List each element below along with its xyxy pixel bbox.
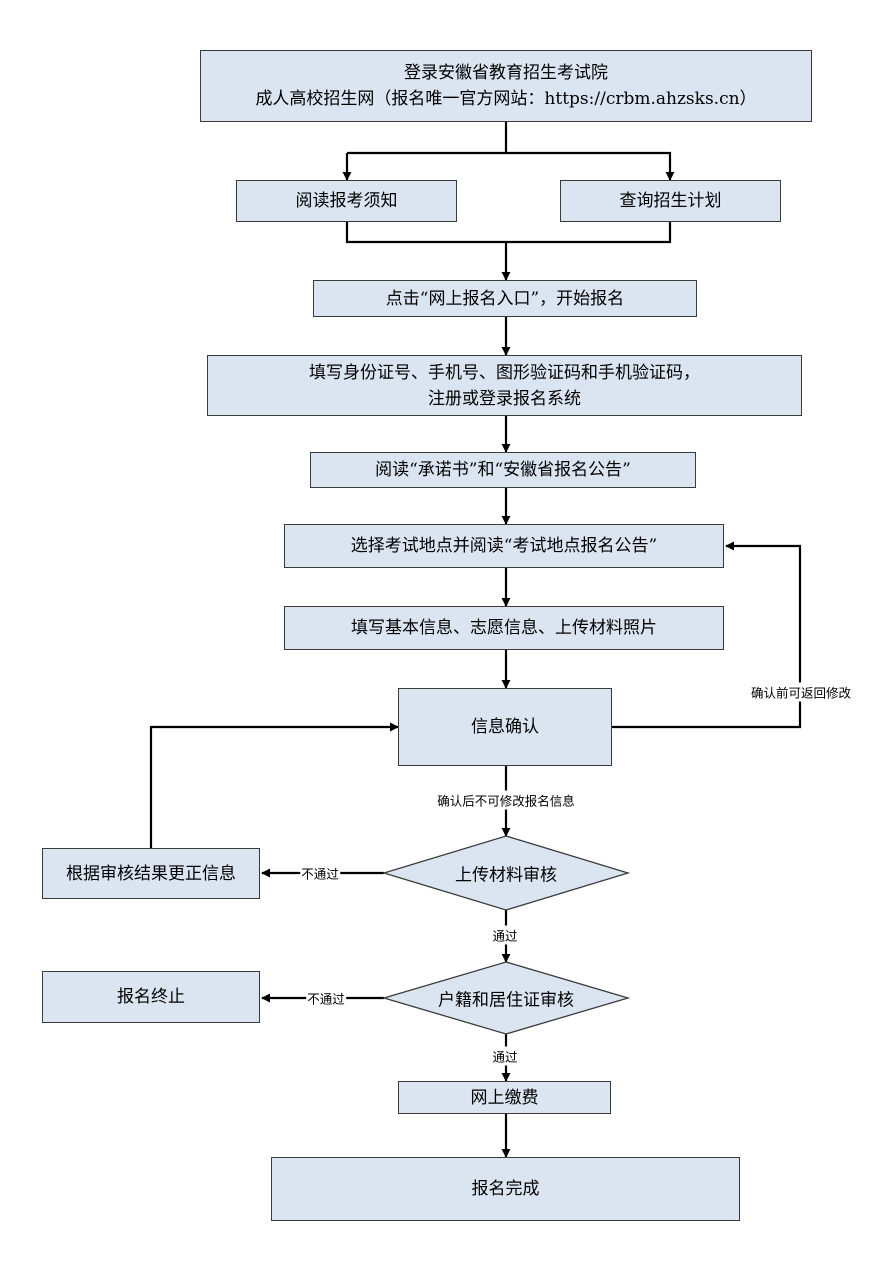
edge-confirm-back bbox=[612, 541, 802, 729]
step-fill-id-line2: 注册或登录报名系统 bbox=[428, 388, 581, 409]
step-query-plan: 查询招生计划 bbox=[560, 180, 781, 222]
step-fill-id-line1: 填写身份证号、手机号、图形验证码和手机验证码， bbox=[309, 362, 700, 383]
edge-label-back-before-confirm: 确认前可返回修改 bbox=[749, 682, 853, 702]
decision-material-review-label: 上传材料审核 bbox=[455, 865, 557, 886]
step-pay: 网上缴费 bbox=[398, 1081, 611, 1114]
step-confirm: 信息确认 bbox=[398, 688, 612, 766]
step-terminate: 报名终止 bbox=[42, 971, 260, 1023]
edge-label-fail-2: 不通过 bbox=[306, 988, 346, 1008]
edge-label-pass-1: 通过 bbox=[491, 925, 519, 945]
step-fill-id: 填写身份证号、手机号、图形验证码和手机验证码， 注册或登录报名系统 bbox=[207, 355, 802, 416]
step-fill-info: 填写基本信息、志愿信息、上传材料照片 bbox=[284, 606, 724, 650]
edge-correct-confirm bbox=[149, 722, 399, 848]
step-read-promise: 阅读“承诺书”和“安徽省报名公告” bbox=[310, 452, 696, 488]
decision-residence-review bbox=[381, 961, 631, 1035]
step-login-line1: 登录安徽省教育招生考试院 bbox=[404, 63, 608, 83]
edge-split-query bbox=[347, 151, 675, 181]
step-click-entry: 点击“网上报名入口”，开始报名 bbox=[313, 280, 697, 317]
decision-residence-review-label: 户籍和居住证审核 bbox=[438, 990, 574, 1011]
step-choose-site: 选择考试地点并阅读“考试地点报名公告” bbox=[284, 524, 724, 568]
decision-material-review bbox=[381, 835, 631, 911]
edge-label-no-modify: 确认后不可修改报名信息 bbox=[436, 790, 576, 810]
edge-label-pass-2: 通过 bbox=[491, 1046, 519, 1066]
edge-read-merge bbox=[345, 222, 672, 244]
step-login-line2: 成人高校招生网（报名唯一官方网站：https://crbm.ahzsks.cn） bbox=[255, 89, 757, 109]
step-read-notice: 阅读报考须知 bbox=[236, 180, 457, 222]
edge-label-fail-1: 不通过 bbox=[300, 863, 340, 883]
step-login: 登录安徽省教育招生考试院 成人高校招生网（报名唯一官方网站：https://cr… bbox=[200, 50, 812, 122]
step-correct-info: 根据审核结果更正信息 bbox=[42, 848, 260, 899]
step-complete: 报名完成 bbox=[271, 1157, 740, 1221]
